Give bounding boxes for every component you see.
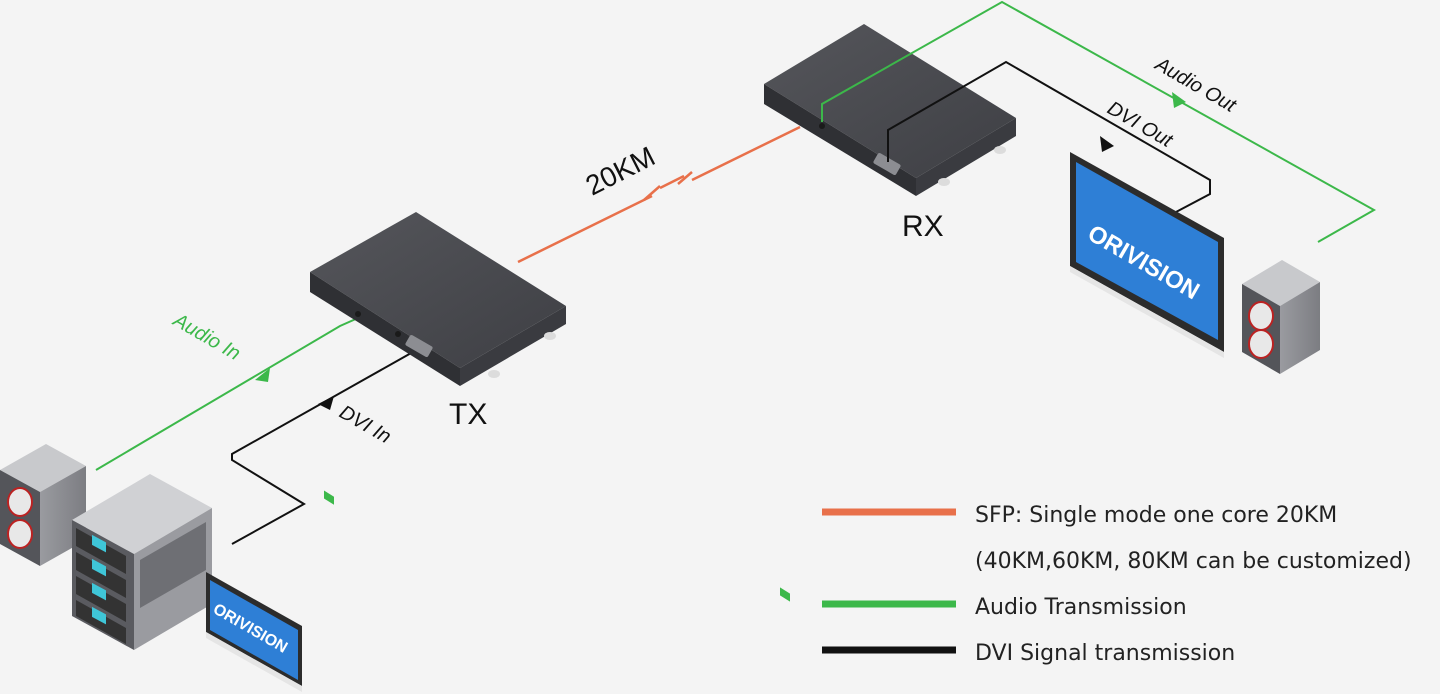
rx-label: RX [902,210,944,243]
dvi-in-label: DVI In [336,401,395,448]
dvi-out-arrow [1100,136,1114,152]
legend-item-fiber-note: (40KM,60KM, 80KM can be customized) [975,549,1412,574]
speaker-right [1242,260,1320,374]
legend-item-audio: Audio Transmission [975,595,1187,620]
audio-out-line [821,0,1377,243]
distance-label: 20KM [581,141,660,202]
audio-in-label: Audio In [169,309,244,365]
dvi-in-arrow [318,396,334,410]
rx-device [764,24,1016,602]
fiber-line [517,125,801,264]
audio-out-arrow [1172,92,1186,108]
legend-item-dvi: DVI Signal transmission [975,641,1235,666]
tx-device [310,212,566,505]
audio-out-label: Audio Out [1151,53,1241,118]
legend: SFP: Single mode one core 20KM (40KM,60K… [822,503,1412,666]
monitor-left: ORIVISION [206,572,302,692]
tx-label: TX [449,398,487,431]
dvi-out-line [887,60,1211,213]
monitor-right: ORIVISION [1070,152,1224,358]
server [72,474,212,650]
audio-in-arrow [255,368,270,382]
audio-in-line [95,310,359,471]
legend-item-fiber: SFP: Single mode one core 20KM [975,503,1337,528]
